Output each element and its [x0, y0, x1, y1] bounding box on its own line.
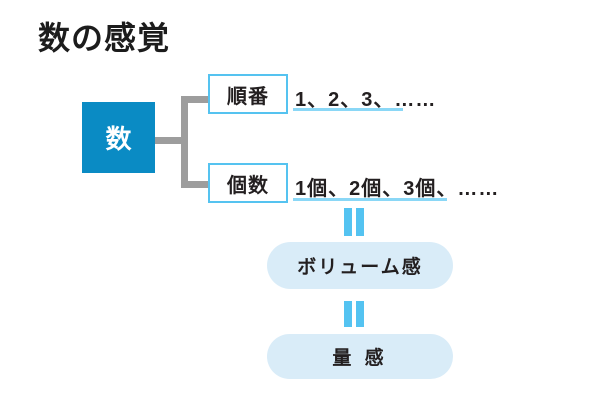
connector-bottom-branch-line: [181, 181, 208, 188]
connector-vertical-line: [181, 96, 188, 188]
order-example-text: 1、2、3、……: [295, 89, 437, 111]
quantity-feel-pill: 量 感: [267, 334, 453, 379]
equals-icon: [344, 208, 364, 236]
connector-top-branch-line: [181, 96, 208, 103]
equals-bar-left: [344, 208, 352, 236]
root-node-box: 数: [82, 102, 155, 173]
count-example-text: 1個、2個、3個、……: [295, 178, 500, 200]
order-example-underline: [293, 108, 403, 111]
equals-bar-right: [356, 301, 364, 327]
branch-count-label: 個数: [227, 174, 269, 197]
equals-bar-left: [344, 301, 352, 327]
diagram-title: 数の感覚: [38, 20, 171, 56]
volume-feel-label: ボリューム感: [297, 257, 423, 278]
quantity-feel-label: 量 感: [332, 348, 388, 369]
branch-box-count: 個数: [208, 163, 288, 203]
branch-box-order: 順番: [208, 74, 288, 114]
volume-feel-pill: ボリューム感: [267, 242, 453, 289]
root-node-label: 数: [105, 124, 132, 154]
equals-icon: [344, 301, 364, 327]
equals-bar-right: [356, 208, 364, 236]
connector-root-line: [155, 137, 186, 144]
branch-order-label: 順番: [227, 85, 269, 108]
count-example-underline: [293, 198, 447, 201]
